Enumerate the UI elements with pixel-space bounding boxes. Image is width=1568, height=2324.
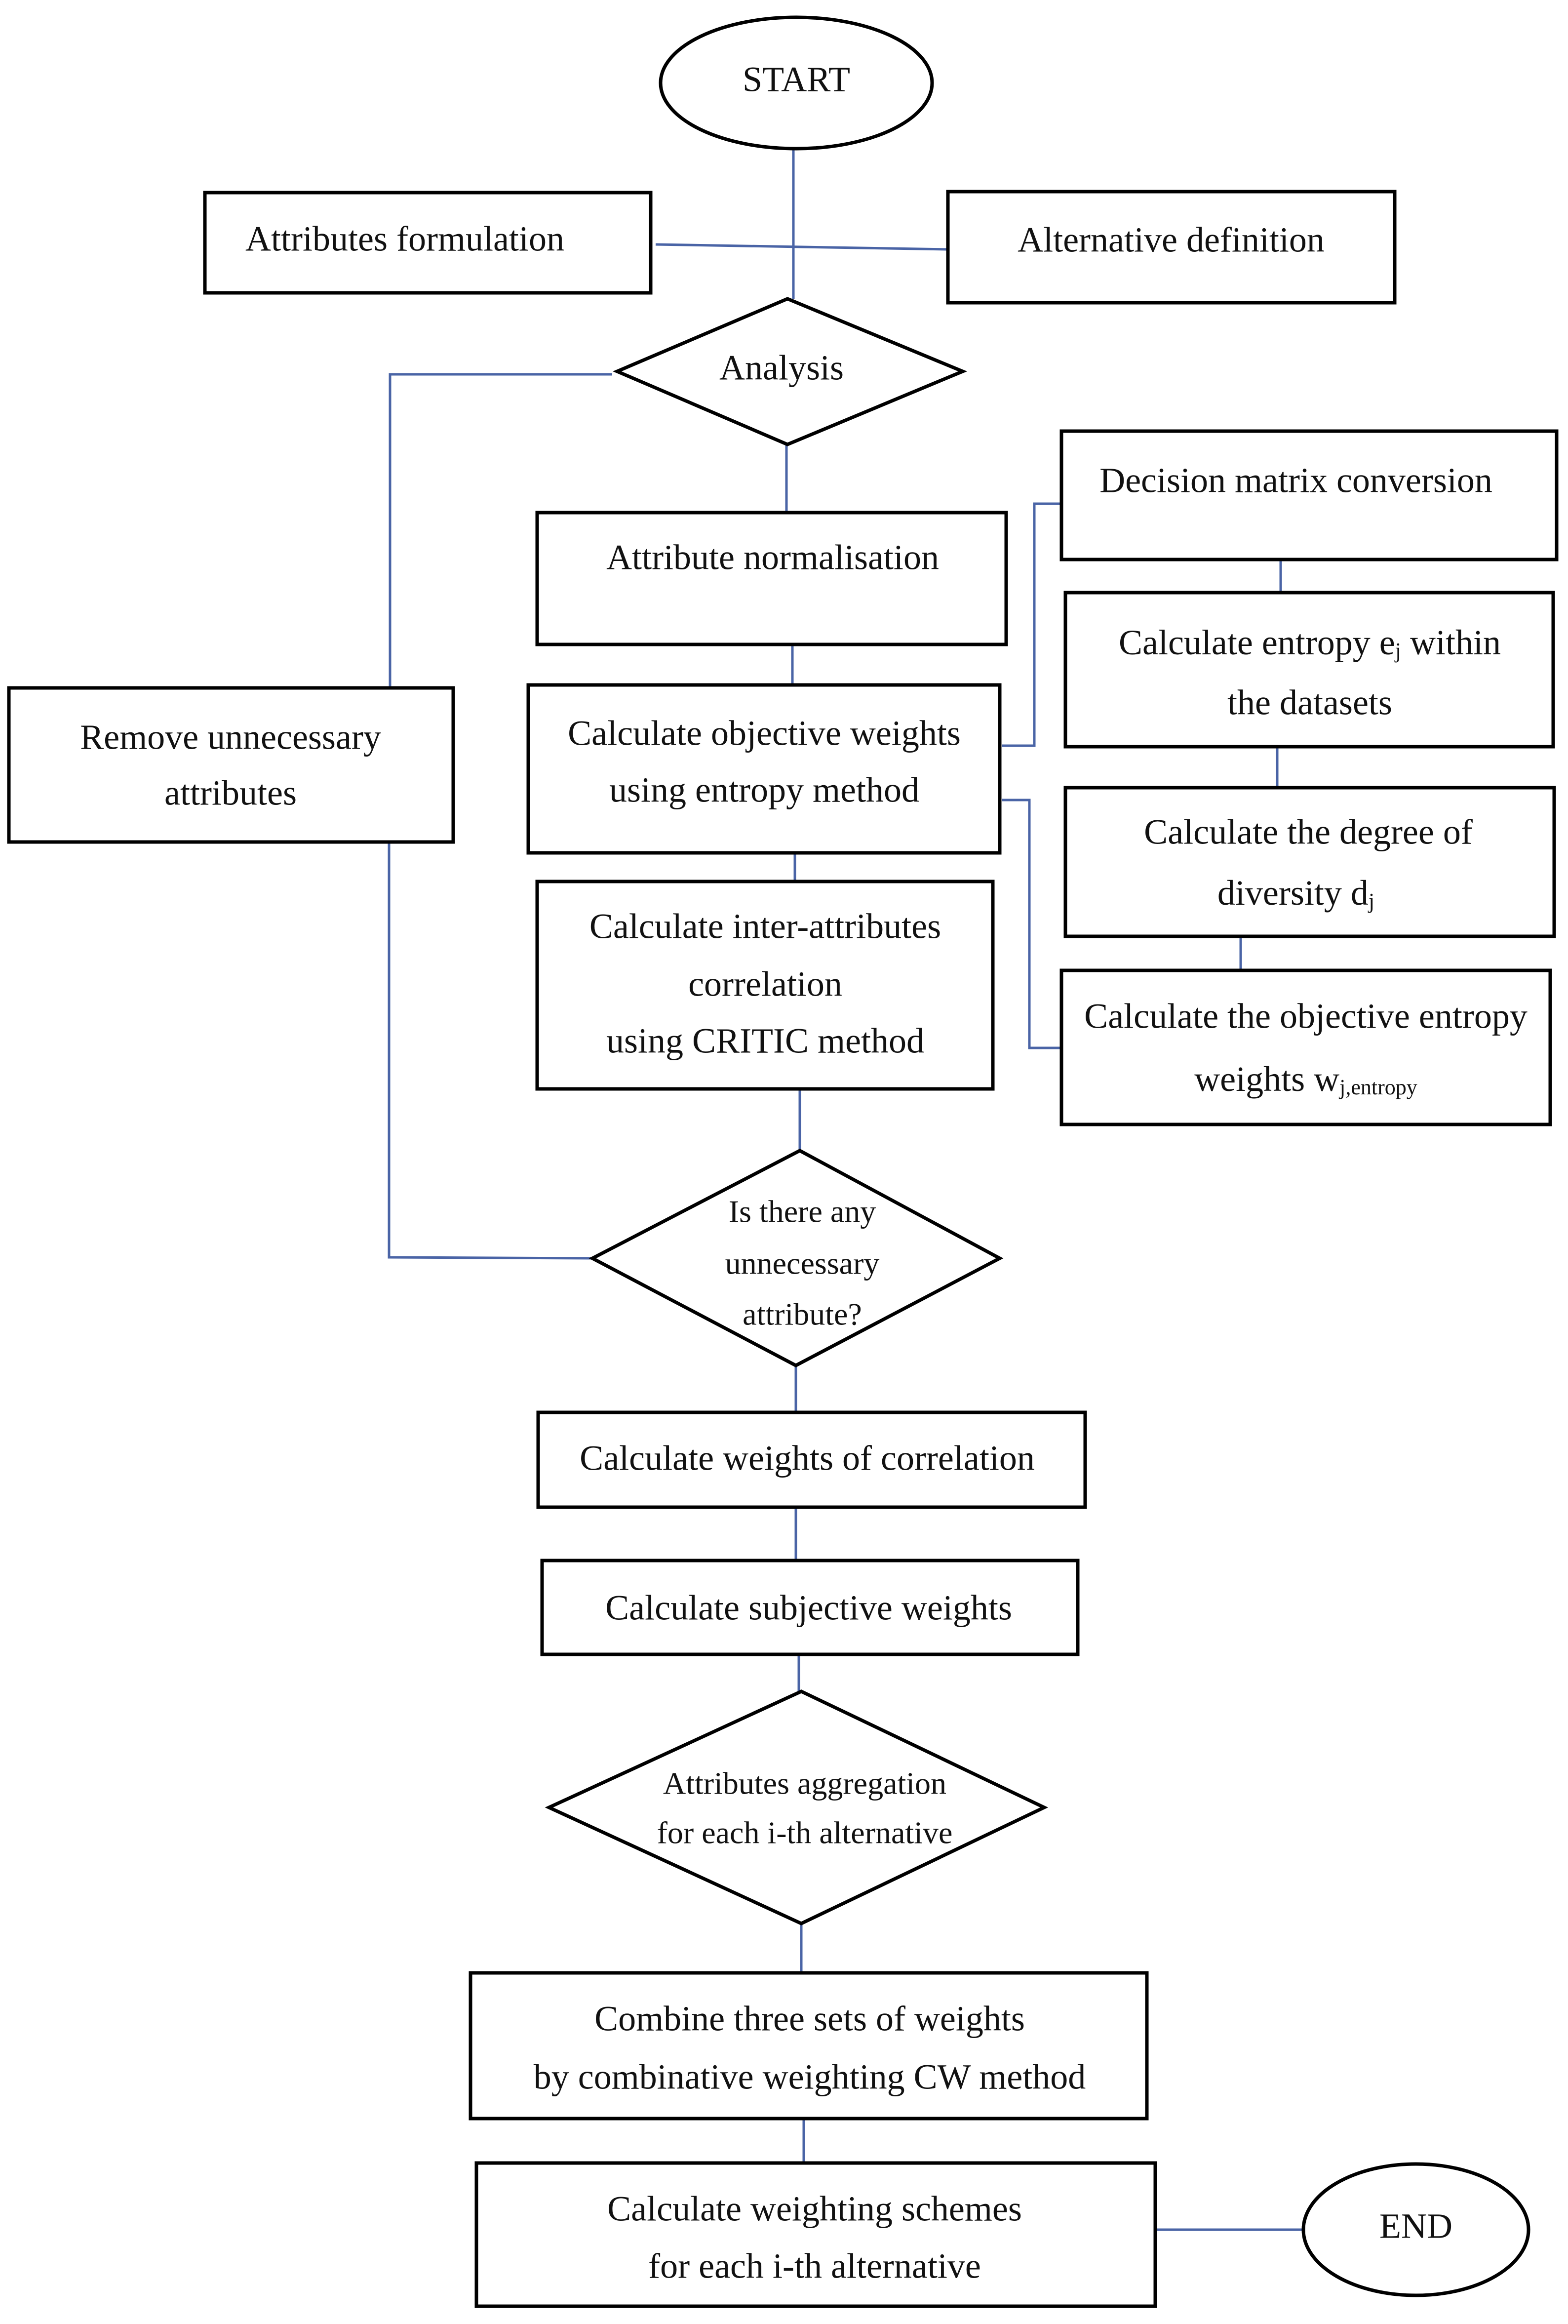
schemes-line-1: Calculate weighting schemes (607, 2189, 1022, 2229)
connectors (388, 148, 1303, 2231)
unnecessary-question-line-1: Is there any (729, 1194, 876, 1229)
decision-matrix-label: Decision matrix conversion (1099, 461, 1492, 500)
aggregation-decision: Attributes aggregation for each i-th alt… (545, 1689, 1049, 1925)
alternative-definition-box: Alternative definition (946, 190, 1397, 305)
analysis-decision: Analysis (613, 297, 968, 446)
unnecessary-attribute-decision: Is there any unnecessary attribute? (588, 1149, 1004, 1367)
attribute-normalisation-label: Attribute normalisation (606, 538, 939, 577)
connector-attributes-alternative (655, 243, 948, 251)
objective-entropy-line-2: weights wj,entropy (1194, 1059, 1417, 1100)
weights-correlation-label: Calculate weights of correlation (580, 1439, 1035, 1478)
remove-attributes-box: Remove unnecessary attributes (7, 686, 455, 844)
entropy-line-2: the datasets (1227, 683, 1392, 722)
unnecessary-question-line-3: attribute? (743, 1297, 862, 1332)
entropy-box: Calculate entropy ej within the datasets (1063, 591, 1555, 749)
diversity-line-1: Calculate the degree of (1144, 812, 1473, 852)
entropy-line-1-tail: within (1401, 623, 1501, 662)
entropy-line-1-text: Calculate entropy e (1119, 623, 1395, 662)
combine-line-1: Combine three sets of weights (594, 1999, 1025, 2039)
attributes-formulation-box: Attributes formulation (203, 191, 653, 295)
inter-attributes-line-3: using CRITIC method (606, 1021, 924, 1061)
subjective-weights-box: Calculate subjective weights (540, 1559, 1080, 1656)
inter-attributes-line-1: Calculate inter-attributes (589, 907, 941, 946)
connector-analysis-remove-loop (389, 373, 612, 688)
analysis-label: Analysis (719, 348, 844, 388)
schemes-line-2: for each i-th alternative (648, 2246, 981, 2286)
diversity-line-2: diversity dj (1217, 873, 1374, 914)
objective-entropy-subscript: j,entropy (1338, 1075, 1417, 1099)
combine-weights-box: Combine three sets of weights by combina… (469, 1971, 1149, 2121)
attributes-formulation-label: Attributes formulation (245, 219, 564, 259)
combine-line-2: by combinative weighting CW method (534, 2057, 1086, 2097)
diversity-line-2-text: diversity d (1217, 873, 1369, 913)
aggregation-line-2: for each i-th alternative (657, 1815, 953, 1850)
connector-objective-decision (1002, 502, 1061, 747)
entropy-line-1: Calculate entropy ej within (1119, 623, 1501, 663)
end-label: END (1379, 2206, 1452, 2246)
remove-attributes-line-2: attributes (164, 773, 297, 813)
decision-matrix-box: Decision matrix conversion (1059, 429, 1559, 561)
inter-attributes-line-2: correlation (688, 964, 842, 1004)
aggregation-line-1: Attributes aggregation (663, 1766, 946, 1801)
objective-entropy-line-1: Calculate the objective entropy (1084, 997, 1528, 1036)
objective-entropy-line-2-text: weights w (1194, 1059, 1339, 1099)
end-node: END (1301, 2162, 1530, 2297)
weights-correlation-box: Calculate weights of correlation (536, 1410, 1087, 1509)
weighting-schemes-box: Calculate weighting schemes for each i-t… (474, 2161, 1157, 2308)
start-node: START (659, 15, 934, 151)
objective-weights-box: Calculate objective weights using entrop… (526, 683, 1002, 855)
objective-entropy-box: Calculate the objective entropy weights … (1059, 968, 1552, 1126)
alternative-definition-label: Alternative definition (1018, 220, 1325, 260)
objective-weights-line-1: Calculate objective weights (568, 714, 961, 753)
connector-question-remove-loop (388, 842, 593, 1260)
start-label: START (743, 60, 850, 99)
remove-attributes-line-1: Remove unnecessary (80, 718, 381, 757)
diversity-subscript: j (1368, 889, 1374, 913)
diversity-box: Calculate the degree of diversity dj (1063, 786, 1556, 938)
unnecessary-question-line-2: unnecessary (725, 1246, 880, 1281)
connector-objective-entropy-weights (1002, 799, 1061, 1049)
attribute-normalisation-box: Attribute normalisation (535, 511, 1008, 646)
objective-weights-line-2: using entropy method (609, 770, 919, 810)
inter-attributes-box: Calculate inter-attributes correlation u… (535, 880, 995, 1091)
entropy-subscript: j (1394, 639, 1401, 663)
subjective-weights-label: Calculate subjective weights (605, 1588, 1012, 1628)
